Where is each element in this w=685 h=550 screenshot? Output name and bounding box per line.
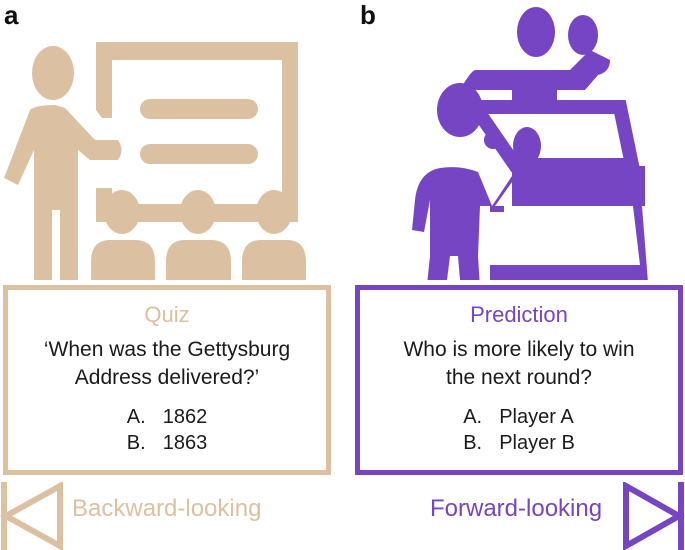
question-line: Address delivered?’ xyxy=(74,366,260,389)
prediction-options: A. Player A B. Player B xyxy=(463,404,575,456)
question-line: the next round? xyxy=(446,366,592,389)
question-line: ‘When was the Gettysburg xyxy=(43,338,291,361)
forward-arrow-icon xyxy=(623,482,685,550)
forward-looking-label: Forward-looking xyxy=(430,495,603,522)
backward-looking-label: Backward-looking xyxy=(72,495,262,522)
option-a: A. Player A xyxy=(463,404,575,430)
option-text: 1863 xyxy=(162,432,208,454)
prediction-box: Prediction Who is more likely to win the… xyxy=(355,285,683,475)
option-b: B. Player B xyxy=(463,430,575,456)
option-text: Player B xyxy=(499,432,575,454)
prediction-title: Prediction xyxy=(470,302,568,327)
option-text: Player A xyxy=(499,406,574,428)
teacher-classroom-icon xyxy=(4,42,306,280)
quiz-title: Quiz xyxy=(144,302,190,327)
option-key: B. xyxy=(126,432,146,454)
quiz-box: Quiz ‘When was the Gettysburg Address de… xyxy=(3,285,331,475)
table-tennis-players-icon xyxy=(412,7,648,280)
option-b: B. 1863 xyxy=(127,430,208,456)
option-key: A. xyxy=(126,406,146,428)
prediction-question: Who is more likely to win the next round… xyxy=(360,336,678,392)
panel-a-label: a xyxy=(4,0,19,30)
option-key: A. xyxy=(463,406,483,428)
panel-b-label: b xyxy=(360,0,376,30)
backward-arrow-icon xyxy=(0,482,63,550)
quiz-options: A. 1862 B. 1863 xyxy=(127,404,208,456)
question-line: Who is more likely to win xyxy=(403,338,635,361)
option-key: B. xyxy=(463,432,483,454)
option-a: A. 1862 xyxy=(127,404,208,430)
quiz-question: ‘When was the Gettysburg Address deliver… xyxy=(8,336,326,392)
option-text: 1862 xyxy=(162,406,208,428)
